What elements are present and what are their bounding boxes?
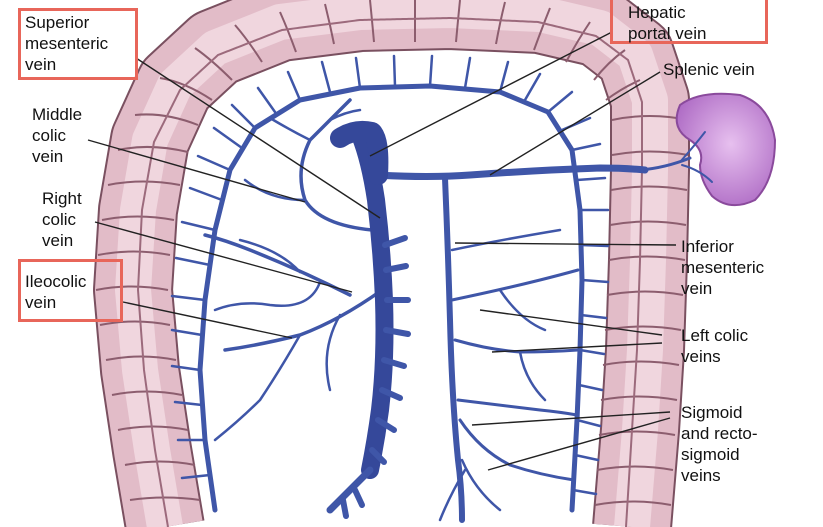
label-splenic-vein: Splenic vein (663, 59, 755, 80)
label-superior-mesenteric-vein: Superior mesenteric vein (25, 12, 108, 75)
label-left-colic-veins: Left colic veins (681, 325, 748, 367)
label-sigmoid-veins: Sigmoid and recto- sigmoid veins (681, 402, 758, 486)
label-right-colic-vein: Right colic vein (42, 188, 82, 251)
colon (96, 0, 688, 527)
label-hepatic-portal-vein: Hepatic portal vein (628, 2, 706, 44)
label-middle-colic-vein: Middle colic vein (32, 104, 82, 167)
label-inferior-mesenteric-vein: Inferior mesenteric vein (681, 236, 764, 299)
label-ileocolic-vein: Ileocolic vein (25, 271, 86, 313)
